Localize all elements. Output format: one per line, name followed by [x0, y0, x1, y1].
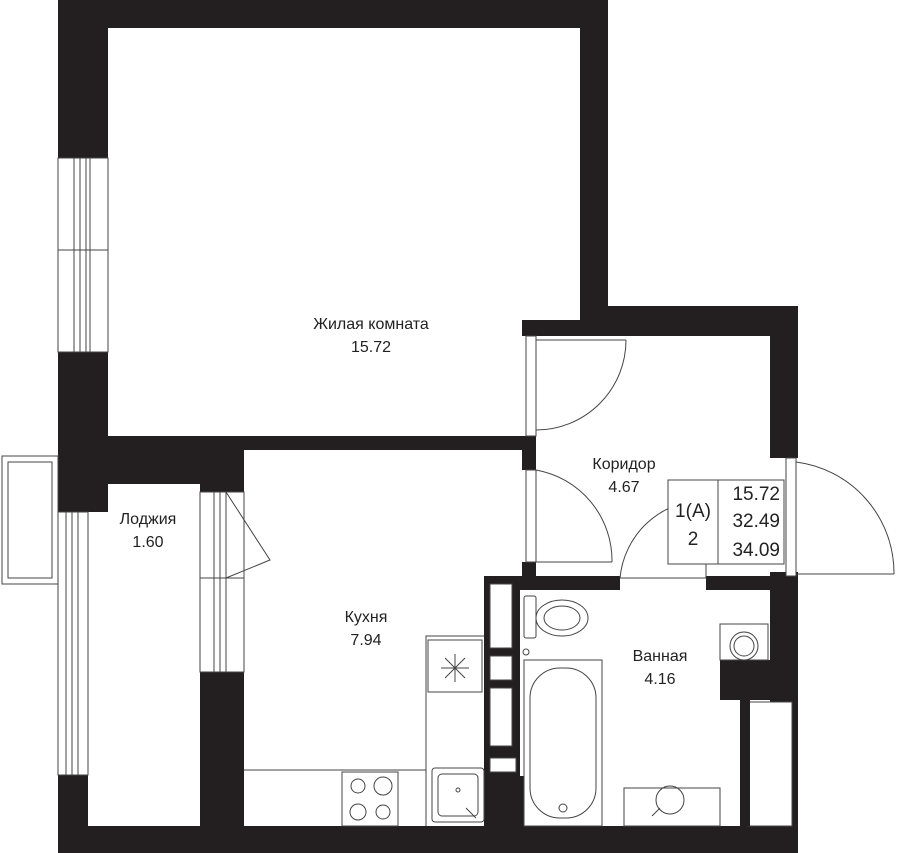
bathroom-area: 4.16: [644, 671, 675, 688]
shaft-3: [489, 687, 513, 747]
wall-corridor-top: [580, 306, 798, 336]
toilet: [522, 595, 589, 656]
loggia-name: Лоджия: [120, 511, 177, 528]
loggia-area: 1.60: [132, 534, 163, 551]
ventilation-shafts: [489, 583, 517, 773]
fan-icon: [441, 654, 469, 682]
wall-shaft-frame: [484, 776, 524, 828]
door-kitchen-frame: [525, 469, 537, 563]
living-area-value: 15.72: [732, 484, 780, 505]
exterior-niche-frame: [740, 700, 750, 826]
door-entrance-swing: [795, 461, 895, 575]
wall-bottom: [58, 826, 798, 853]
window-loggia: [57, 511, 89, 776]
exterior-niche: [747, 701, 793, 827]
wall-living-top: [58, 0, 608, 28]
door-entrance-frame: [785, 457, 797, 577]
window-living: [57, 157, 109, 353]
living-room-area: 15.72: [351, 339, 391, 356]
shaft-1: [489, 583, 513, 649]
burner-4: [375, 804, 391, 820]
window-kitchen: [199, 491, 245, 673]
wall-corridor-top-left: [522, 320, 582, 336]
kitchen-area: 7.94: [350, 632, 381, 649]
floor-number: 2: [688, 529, 699, 550]
wall-living-right: [580, 0, 608, 335]
area-with-loggia-value: 34.09: [732, 540, 780, 561]
windows: [57, 157, 271, 776]
washbasin: [623, 785, 721, 827]
wall-loggia-left-upper: [58, 450, 88, 512]
wall-living-left-upper: [58, 0, 108, 158]
living-room-name: Жилая комната: [313, 316, 429, 333]
room-labels: Жилая комната 15.72 Коридор 4.67 Лоджия …: [120, 316, 688, 688]
wall-kitchen-left-lower: [200, 672, 244, 853]
total-area-value: 32.49: [732, 511, 780, 532]
door-living-frame: [525, 335, 537, 437]
doors: [525, 335, 895, 579]
bathtub: [523, 659, 603, 827]
kitchen-name: Кухня: [345, 609, 388, 626]
summary-labels: 1(А) 2 15.72 32.49 34.09: [675, 484, 780, 561]
burner-1: [350, 778, 366, 794]
bathroom-fixtures: [522, 595, 769, 827]
washing-machine: [719, 623, 769, 661]
apartment-type: 1(А): [675, 501, 711, 522]
burner-3: [349, 803, 367, 821]
wall-entrance-right: [770, 572, 798, 580]
corridor-name: Коридор: [592, 456, 655, 473]
wall-living-bottom: [58, 436, 528, 450]
bathroom-name: Ванная: [633, 648, 688, 665]
walls: [58, 0, 798, 853]
summary-box: [667, 479, 785, 565]
kitchen-fixtures: [244, 635, 485, 827]
door-kitchen-swing: [535, 469, 613, 563]
corridor-area: 4.67: [608, 479, 639, 496]
shaft-4: [489, 757, 517, 773]
shaft-2: [489, 655, 513, 681]
wall-kitchen-left-upper: [200, 450, 244, 492]
door-living-swing: [535, 339, 627, 431]
burner-2: [373, 776, 393, 796]
wall-corridor-left-mid: [522, 436, 536, 470]
balcony-rail: [1, 455, 59, 585]
wall-corridor-left-low: [522, 562, 536, 578]
wall-corridor-right: [770, 306, 798, 458]
kitchen-sink: [431, 767, 485, 823]
wall-bathroom-niche: [720, 660, 772, 700]
